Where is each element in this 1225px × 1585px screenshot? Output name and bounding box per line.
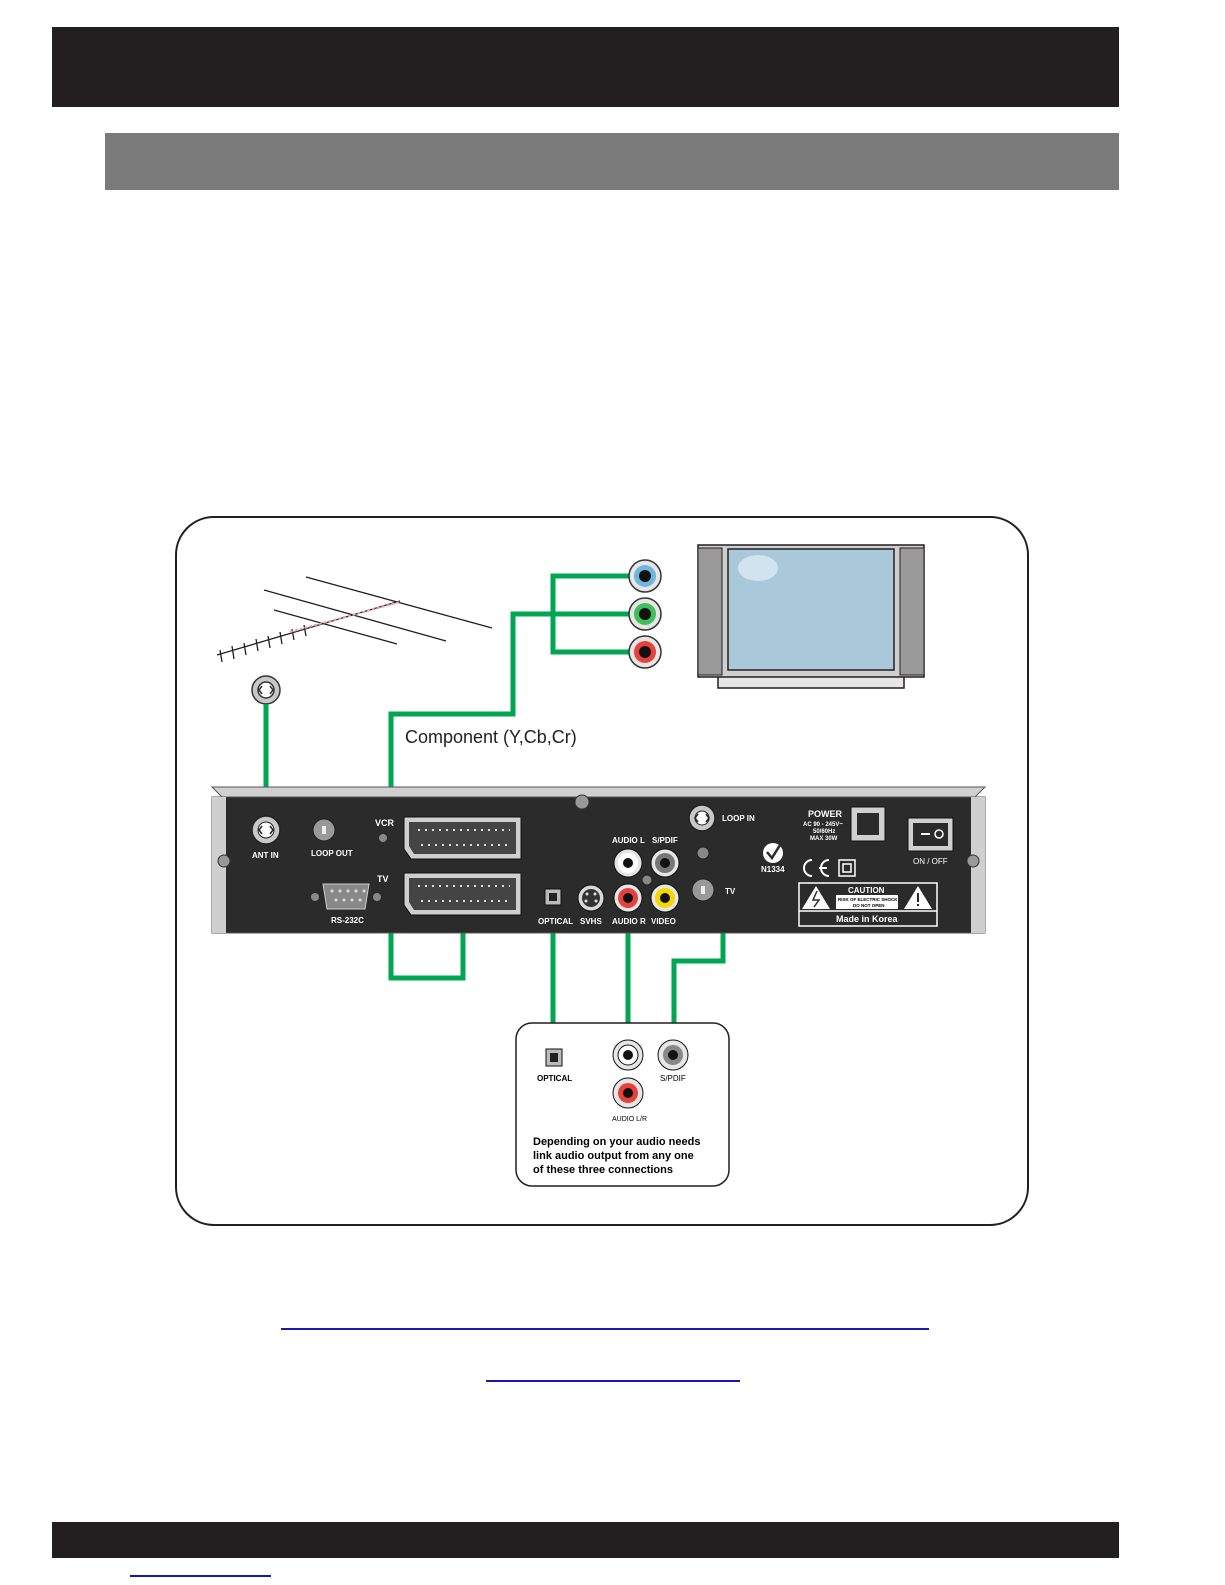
power-socket-icon [850,806,886,842]
rs232-label: RS-232C [331,916,364,925]
vcr-scart-connector-icon [403,816,522,860]
box-audio-lr-label: AUDIO L/R [612,1116,647,1123]
audio-r-label: AUDIO R [612,917,646,926]
loop-out-connector-icon [312,818,336,842]
box-spdif-jack-icon [657,1039,689,1071]
audio-note-line-2: link audio output from any one [533,1150,694,1162]
caution-title: CAUTION [848,886,885,895]
caution-line-2: DO NOT OPEN [853,903,885,908]
box-optical-port-icon [545,1048,563,1067]
hyperlink-underline[interactable] [281,1328,929,1330]
loop-in-label: LOOP IN [722,814,755,823]
power-spec-2: 50/60Hz [813,829,835,835]
video-jack-icon [650,883,680,913]
audio-note-line-3: of these three connections [533,1164,673,1176]
ant-in-label: ANT IN [252,851,279,860]
audio-l-label: AUDIO L [612,836,645,845]
loop-out-label: LOOP OUT [311,849,353,858]
antenna-connector-icon [251,675,281,705]
header-bar [52,27,1119,107]
tv-scart-connector-icon [403,872,522,916]
optical-label: OPTICAL [538,917,573,926]
audio-r-jack-icon [613,883,643,913]
ce-mark-icon [803,859,830,877]
spdif-jack-icon [650,848,680,878]
loop-in-connector-icon [688,804,716,832]
component-cr-jack-icon [628,635,662,669]
footer-bar [52,1522,1119,1558]
footer-link-underline[interactable] [130,1575,271,1577]
caution-label-plate [798,882,938,927]
tv-scart-label: TV [377,874,389,884]
power-spec-1: AC 90 - 245V~ [803,822,843,828]
rf-tv-label: TV [725,887,736,896]
double-insulation-icon [838,859,856,877]
rs232-port-icon [311,883,381,910]
spdif-panel-label: S/PDIF [652,836,678,845]
component-y-jack-icon [628,559,662,593]
caution-line-1: RISK OF ELECTRIC SHOCK [838,897,898,902]
box-spdif-label: S/PDIF [660,1074,686,1083]
power-switch-icon [907,817,954,852]
power-label: POWER [808,809,843,819]
box-optical-label: OPTICAL [537,1074,572,1083]
c-tick-number: N1334 [761,865,785,874]
audio-note-line-1: Depending on your audio needs [533,1136,700,1148]
component-label: Component (Y,Cb,Cr) [405,727,577,747]
made-in-label: Made in Korea [836,914,899,924]
ant-in-connector-icon [251,815,281,845]
rf-tv-connector-icon [691,878,715,902]
box-audio-r-jack-icon [612,1077,644,1109]
component-cable [388,573,632,981]
power-spec-3: MAX 30W [810,836,838,842]
hyperlink-underline[interactable] [486,1380,740,1382]
tv-icon [697,544,925,689]
section-title-bar [105,133,1119,190]
video-label: VIDEO [651,917,676,926]
svhs-port-icon [577,884,605,912]
optical-port-icon [544,888,562,906]
on-off-label: ON / OFF [913,857,948,866]
c-tick-icon [763,843,783,863]
vcr-scart-label: VCR [375,818,395,828]
audio-l-jack-icon [613,848,643,878]
box-audio-l-jack-icon [612,1039,644,1071]
svhs-label: SVHS [580,917,602,926]
component-cb-jack-icon [628,597,662,631]
